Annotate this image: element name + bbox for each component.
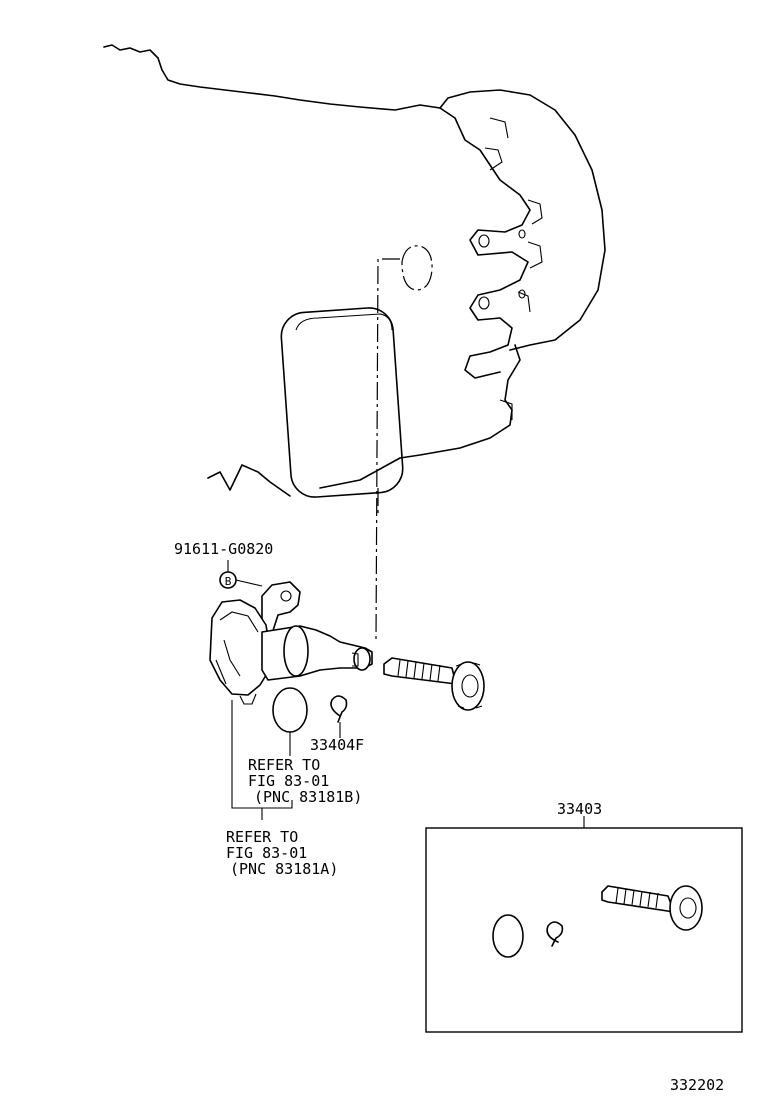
housing-lower-boss xyxy=(499,399,513,420)
o-ring-and-clip xyxy=(272,687,348,756)
sensor-connector xyxy=(239,693,257,705)
illustration-number: 332202 xyxy=(670,1076,724,1094)
housing-pan-cover xyxy=(280,307,404,498)
ref-a-bracket xyxy=(231,700,293,820)
o-ring xyxy=(272,687,308,733)
driven-gear-hub xyxy=(461,674,479,698)
kit-driven-gear-head xyxy=(669,885,703,931)
kit-driven-gear-thread xyxy=(615,887,659,909)
housing-lower-edge xyxy=(319,344,521,489)
driven-gear xyxy=(383,657,485,711)
driven-gear-head xyxy=(451,661,485,711)
bolt-part-number: 91611-G0820 xyxy=(174,540,273,558)
kit-driven-gear-shaft xyxy=(601,885,675,913)
guide-line-to-hole xyxy=(375,258,400,641)
e-clip xyxy=(330,695,348,723)
kit-o-ring xyxy=(492,914,524,958)
housing-hole-4 xyxy=(518,289,526,299)
flange-bolt: B xyxy=(219,560,263,589)
housing-flange-profile xyxy=(439,107,531,379)
clip-part-number: 33404F xyxy=(310,736,364,754)
housing-bolt-bosses xyxy=(517,199,543,313)
reference-brackets xyxy=(231,700,293,820)
driven-gear-thread xyxy=(397,659,441,682)
speed-sensor-sleeve-assembly xyxy=(209,581,373,705)
sleeve-collar xyxy=(283,625,309,677)
ref-b-line-1: REFER TO xyxy=(248,756,320,774)
sleeve-tip-slot xyxy=(351,652,359,667)
ref-a-line-2: FIG 83-01 xyxy=(226,844,307,862)
housing-bottom-break-line xyxy=(207,464,291,497)
ref-b-line-2: FIG 83-01 xyxy=(248,772,329,790)
driven-gear-shaft xyxy=(383,657,457,685)
sleeve-tip xyxy=(353,647,371,671)
kit-part-number: 33403 xyxy=(557,800,602,818)
housing-boss-upper xyxy=(484,117,509,171)
housing-pan-cover-inner xyxy=(295,313,393,331)
housing-hole-2 xyxy=(478,296,490,310)
housing-hole-3 xyxy=(518,229,526,239)
kit-box-frame xyxy=(425,827,743,1033)
sensor-housing-detail xyxy=(215,611,259,685)
driven-gear-teeth xyxy=(455,662,483,709)
kit-e-clip xyxy=(546,921,564,947)
bolt-marker-label: B xyxy=(225,575,232,588)
speedometer-hole xyxy=(401,245,433,291)
assembly-guide-lines xyxy=(375,258,400,641)
housing-hole-1 xyxy=(478,234,490,248)
ref-a-line-1: REFER TO xyxy=(226,828,298,846)
bolt-leader-to-bracket xyxy=(235,579,263,587)
ref-b-line-3: (PNC 83181B) xyxy=(254,788,362,806)
ref-a-line-3: (PNC 83181A) xyxy=(230,860,338,878)
kit-box xyxy=(425,816,743,1033)
kit-driven-gear-hub xyxy=(679,897,697,919)
housing-top-break-line xyxy=(103,44,606,351)
bracket-bolt-hole xyxy=(280,590,292,602)
part-labels: 91611-G0820 33404F REFER TO FIG 83-01 (P… xyxy=(174,540,724,1094)
transmission-housing xyxy=(103,44,606,498)
